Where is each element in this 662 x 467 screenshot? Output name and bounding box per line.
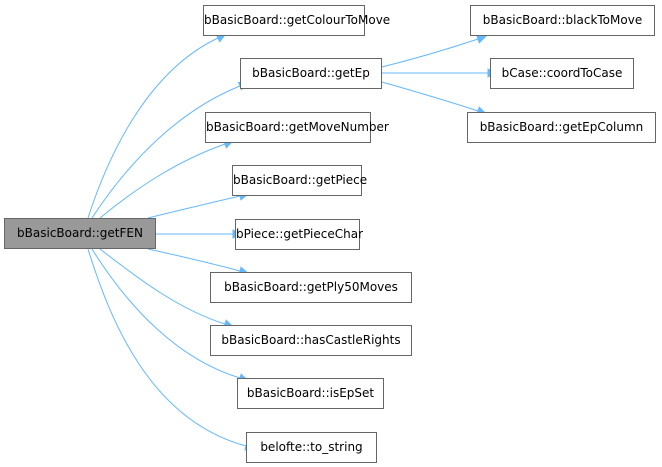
- node-getMoveNumber[interactable]: bBasicBoard::getMoveNumber: [205, 112, 389, 143]
- edge-line: [381, 81, 479, 112]
- arrowhead-icon: [476, 34, 487, 44]
- edge-getFEN-to-getPly50Moves: [147, 248, 249, 276]
- node-getColourToMove[interactable]: bBasicBoard::getColourToMove: [203, 5, 390, 36]
- edge-getFEN-to-getPieceChar: [156, 229, 243, 239]
- edge-line: [91, 85, 241, 219]
- node-blackToMove[interactable]: bBasicBoard::blackToMove: [470, 5, 655, 36]
- node-getEpColumn[interactable]: bBasicBoard::getEpColumn: [467, 112, 656, 143]
- edge-line: [87, 248, 247, 447]
- edge-line: [381, 38, 479, 68]
- node-to_string[interactable]: belofte::to_string: [246, 432, 377, 463]
- edge-line: [147, 195, 241, 219]
- node-getFEN: bBasicBoard::getFEN: [4, 218, 156, 249]
- edge-line: [87, 37, 219, 219]
- node-getPiece[interactable]: bBasicBoard::getPiece: [232, 165, 367, 196]
- node-getPieceChar[interactable]: bPiece::getPieceChar: [235, 219, 363, 250]
- edge-line: [147, 248, 241, 272]
- node-hasCastleRights[interactable]: bBasicBoard::hasCastleRights: [210, 325, 412, 356]
- node-getPly50Moves[interactable]: bBasicBoard::getPly50Moves: [210, 272, 412, 303]
- edge-getFEN-to-isEpSet: [91, 248, 249, 383]
- edge-getEp-to-getEpColumn: [381, 81, 487, 116]
- edge-getEp-to-blackToMove: [381, 34, 487, 68]
- edge-line: [99, 248, 226, 325]
- node-coordToCase[interactable]: bCase::coordToCase: [490, 58, 634, 89]
- node-getEp[interactable]: bBasicBoard::getEp: [240, 58, 382, 89]
- edge-line: [91, 248, 241, 379]
- edge-getEp-to-coordToCase: [382, 68, 498, 78]
- node-isEpSet[interactable]: bBasicBoard::isEpSet: [237, 378, 384, 409]
- edge-line: [99, 143, 226, 219]
